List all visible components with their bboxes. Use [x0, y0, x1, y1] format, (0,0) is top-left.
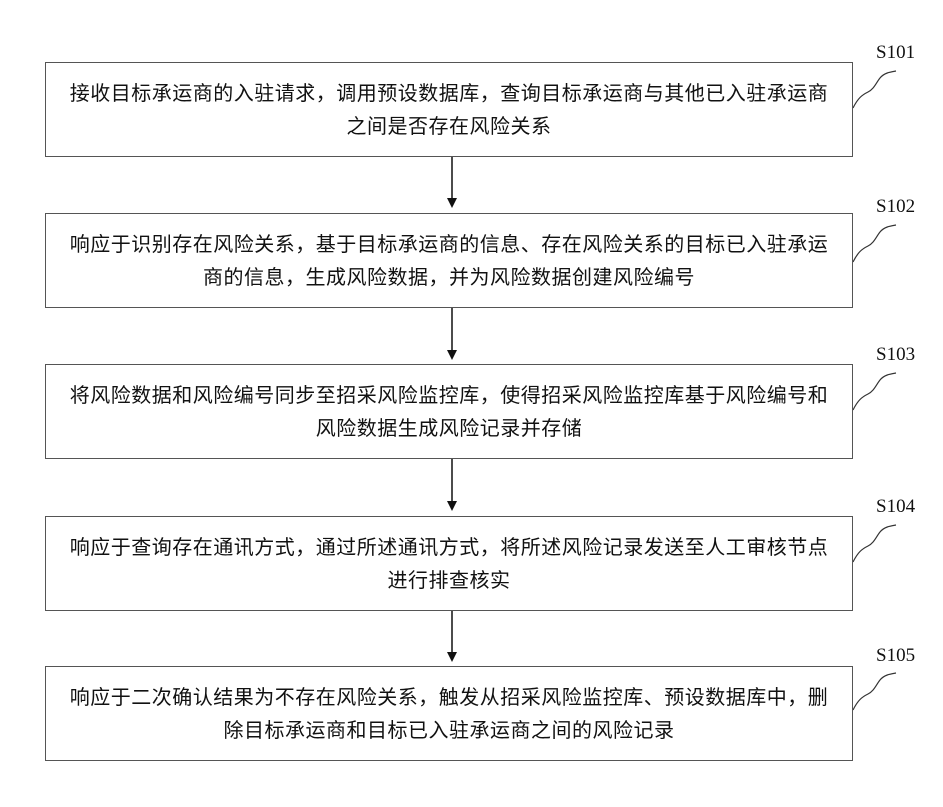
leader-s104	[853, 525, 896, 562]
step-text-s102: 响应于识别存在风险关系，基于目标承运商的信息、存在风险关系的目标已入驻承运商的信…	[60, 228, 838, 294]
step-text-s104: 响应于查询存在通讯方式，通过所述通讯方式，将所述风险记录发送至人工审核节点进行排…	[60, 531, 838, 597]
step-text-s103: 将风险数据和风险编号同步至招采风险监控库，使得招采风险监控库基于风险编号和风险数…	[60, 379, 838, 445]
leader-s101	[853, 71, 896, 108]
step-box-s105: 响应于二次确认结果为不存在风险关系，触发从招采风险监控库、预设数据库中，删除目标…	[45, 666, 853, 761]
leader-s103	[853, 373, 896, 410]
step-text-s105: 响应于二次确认结果为不存在风险关系，触发从招采风险监控库、预设数据库中，删除目标…	[60, 681, 838, 747]
step-box-s103: 将风险数据和风险编号同步至招采风险监控库，使得招采风险监控库基于风险编号和风险数…	[45, 364, 853, 459]
step-text-s101: 接收目标承运商的入驻请求，调用预设数据库，查询目标承运商与其他已入驻承运商之间是…	[60, 77, 838, 143]
step-label-s102: S102	[876, 196, 915, 218]
step-box-s101: 接收目标承运商的入驻请求，调用预设数据库，查询目标承运商与其他已入驻承运商之间是…	[45, 62, 853, 157]
leader-s102	[853, 225, 896, 262]
step-box-s102: 响应于识别存在风险关系，基于目标承运商的信息、存在风险关系的目标已入驻承运商的信…	[45, 213, 853, 308]
step-label-s104: S104	[876, 496, 915, 518]
step-label-s105: S105	[876, 645, 915, 667]
step-label-s101: S101	[876, 42, 915, 64]
leader-s105	[853, 673, 896, 710]
step-box-s104: 响应于查询存在通讯方式，通过所述通讯方式，将所述风险记录发送至人工审核节点进行排…	[45, 516, 853, 611]
step-label-s103: S103	[876, 344, 915, 366]
